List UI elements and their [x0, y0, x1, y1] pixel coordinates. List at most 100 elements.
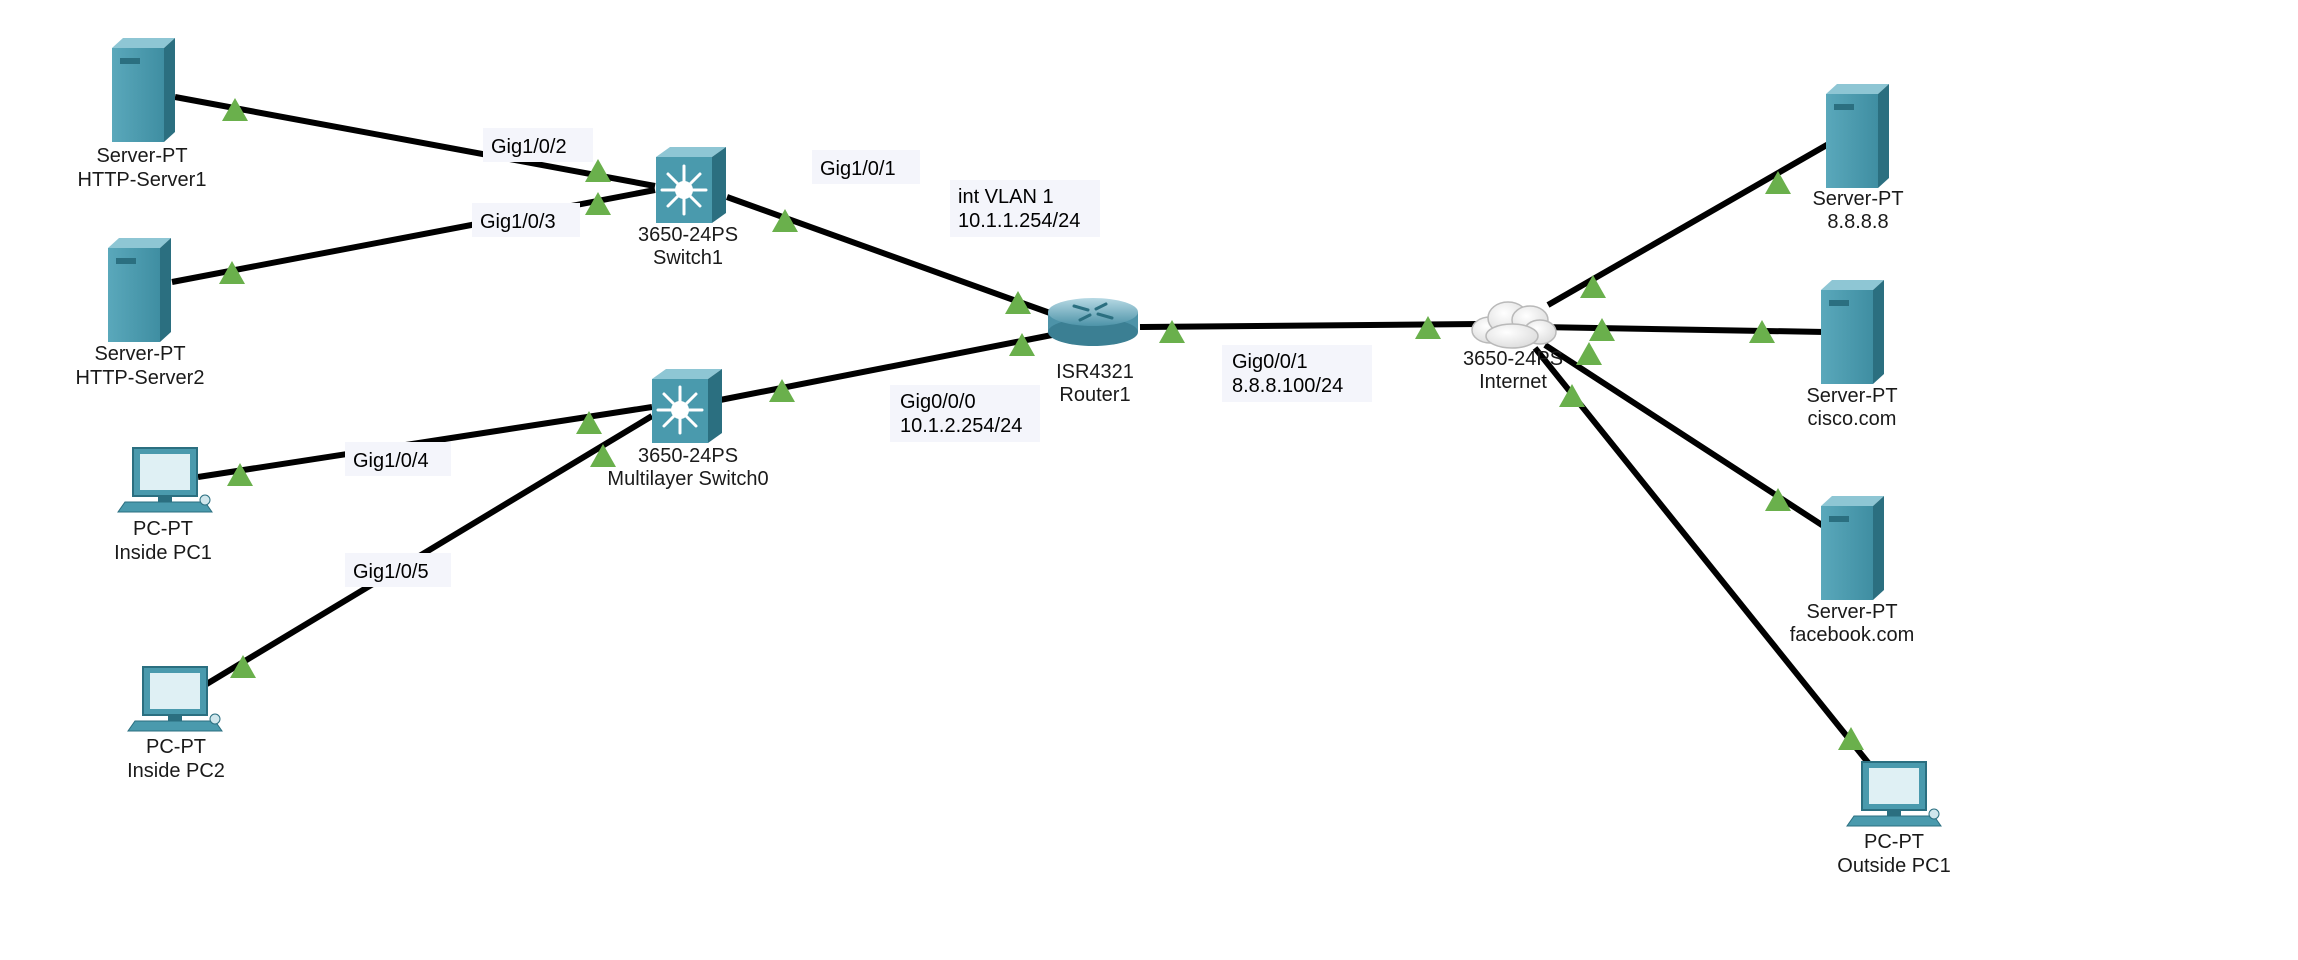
label-gig104: Gig1/0/4	[345, 442, 451, 476]
pc-icon	[127, 666, 223, 732]
link-status-layer	[219, 98, 1864, 750]
label-gig102-line1: Gig1/0/2	[491, 136, 567, 158]
link-up-indicator-icon	[1159, 320, 1185, 343]
label-gig102: Gig1/0/2	[483, 128, 593, 162]
label-gig001-line1: Gig0/0/1	[1232, 351, 1308, 373]
device-http-server2[interactable]: Server-PT HTTP-Server2	[76, 238, 205, 389]
device-router1[interactable]: ISR4321 Router1	[1048, 298, 1138, 406]
link-up-indicator-icon	[769, 379, 795, 402]
link-up-indicator-icon	[1765, 171, 1791, 194]
link-up-indicator-icon	[227, 463, 253, 486]
link-router1-internet[interactable]	[1139, 321, 1479, 330]
device-inside-pc2[interactable]: PC-PT Inside PC2	[127, 666, 225, 782]
label-vlan1-line1: int VLAN 1	[958, 186, 1054, 208]
device-inside-pc1[interactable]: PC-PT Inside PC1	[114, 447, 213, 564]
link-up-indicator-icon	[1009, 333, 1035, 356]
device-name-label: Inside PC1	[114, 542, 212, 564]
label-gig105: Gig1/0/5	[345, 553, 451, 587]
link-up-indicator-icon	[1415, 316, 1441, 339]
device-model-label: ISR4321	[1056, 361, 1134, 383]
device-model-label: 3650-24PS	[1463, 348, 1563, 370]
device-name-label: cisco.com	[1808, 408, 1897, 430]
label-gig105-line1: Gig1/0/5	[353, 561, 429, 583]
label-gig103: Gig1/0/3	[472, 203, 580, 237]
label-gig000-line2: 10.1.2.254/24	[900, 415, 1022, 437]
link-switch0-router1[interactable]	[719, 332, 1053, 403]
device-server-facebook[interactable]: Server-PT facebook.com	[1790, 496, 1915, 646]
label-gig001: Gig0/0/1 8.8.8.100/24	[1222, 345, 1372, 402]
link-internet-8888[interactable]	[1546, 139, 1834, 308]
label-gig000-line1: Gig0/0/0	[900, 391, 976, 413]
device-model-label: 3650-24PS	[638, 445, 738, 467]
link-up-indicator-icon	[230, 655, 256, 678]
devices-layer: Server-PT HTTP-Server1 Server-PT HTTP-Se…	[76, 38, 1951, 877]
link-up-indicator-icon	[772, 209, 798, 232]
link-internet-outside-pc1[interactable]	[1532, 346, 1873, 767]
link-up-indicator-icon	[1576, 342, 1602, 365]
link-switch1-router1[interactable]	[725, 194, 1052, 316]
label-gig103-line1: Gig1/0/3	[480, 211, 556, 233]
port-labels-layer: Gig1/0/2 Gig1/0/3 Gig1/0/1 int VLAN 1 10…	[345, 128, 1372, 587]
device-model-label: Server-PT	[94, 343, 185, 365]
link-up-indicator-icon	[1765, 488, 1791, 511]
device-multilayer-switch0[interactable]: 3650-24PS Multilayer Switch0	[607, 369, 769, 490]
link-up-indicator-icon	[590, 444, 616, 467]
link-up-indicator-icon	[1580, 275, 1606, 298]
device-model-label: 3650-24PS	[638, 224, 738, 246]
device-model-label: Server-PT	[96, 145, 187, 167]
link-up-indicator-icon	[219, 261, 245, 284]
device-name-label: Multilayer Switch0	[607, 468, 768, 490]
link-up-indicator-icon	[1838, 727, 1864, 750]
device-outside-pc1[interactable]: PC-PT Outside PC1	[1837, 761, 1951, 877]
device-model-label: Server-PT	[1806, 601, 1897, 623]
device-server-cisco[interactable]: Server-PT cisco.com	[1806, 280, 1898, 430]
label-gig101-line1: Gig1/0/1	[820, 158, 896, 180]
label-gig101: Gig1/0/1	[812, 150, 920, 184]
label-vlan1-line2: 10.1.1.254/24	[958, 210, 1080, 232]
device-server-8888[interactable]: Server-PT 8.8.8.8	[1812, 84, 1904, 233]
device-name-label: 8.8.8.8	[1827, 211, 1888, 233]
server-icon	[1821, 280, 1884, 384]
device-http-server1[interactable]: Server-PT HTTP-Server1	[78, 38, 207, 191]
link-up-indicator-icon	[1559, 384, 1585, 407]
link-inside-pc2-switch0[interactable]	[203, 413, 654, 688]
server-icon	[1826, 84, 1889, 188]
router-icon	[1048, 298, 1138, 346]
cloud-icon	[1471, 301, 1557, 349]
multilayer-switch-icon	[652, 369, 722, 443]
device-model-label: PC-PT	[133, 518, 193, 540]
pc-icon	[117, 447, 213, 513]
link-up-indicator-icon	[1005, 291, 1031, 314]
device-model-label: Server-PT	[1812, 188, 1903, 210]
device-model-label: PC-PT	[1864, 831, 1924, 853]
label-vlan1: int VLAN 1 10.1.1.254/24	[950, 180, 1100, 237]
device-name-label: Router1	[1059, 384, 1130, 406]
device-internet[interactable]: 3650-24PS Internet	[1463, 301, 1563, 393]
device-model-label: PC-PT	[146, 736, 206, 758]
label-gig104-line1: Gig1/0/4	[353, 450, 429, 472]
link-up-indicator-icon	[1749, 320, 1775, 343]
link-internet-cisco[interactable]	[1539, 324, 1826, 335]
link-up-indicator-icon	[585, 192, 611, 215]
device-name-label: Internet	[1479, 371, 1547, 393]
multilayer-switch-icon	[656, 147, 726, 223]
device-name-label: facebook.com	[1790, 624, 1915, 646]
link-up-indicator-icon	[1589, 318, 1615, 341]
server-icon	[1821, 496, 1884, 600]
link-up-indicator-icon	[576, 411, 602, 434]
server-icon	[108, 238, 171, 342]
link-up-indicator-icon	[222, 98, 248, 121]
device-switch1[interactable]: 3650-24PS Switch1	[638, 147, 738, 269]
label-gig001-line2: 8.8.8.100/24	[1232, 375, 1343, 397]
link-http-server1-switch1[interactable]	[174, 94, 656, 189]
server-icon	[112, 38, 175, 142]
device-name-label: HTTP-Server1	[78, 169, 207, 191]
link-up-indicator-icon	[585, 159, 611, 182]
device-name-label: Switch1	[653, 247, 723, 269]
pc-icon	[1846, 761, 1942, 827]
link-http-server2-switch1[interactable]	[171, 187, 656, 285]
device-name-label: HTTP-Server2	[76, 367, 205, 389]
device-name-label: Outside PC1	[1837, 855, 1950, 877]
